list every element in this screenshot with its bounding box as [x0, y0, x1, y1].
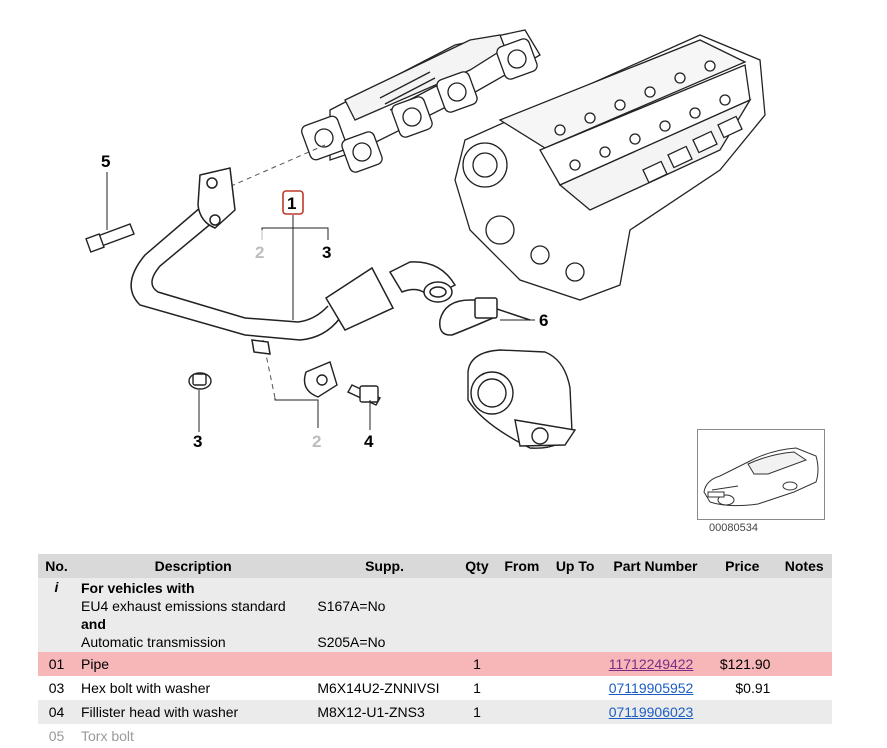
row-description: Torx bolt	[75, 724, 312, 748]
table-row-partial[interactable]: 05 Torx bolt	[38, 724, 832, 748]
row-no: 01	[38, 652, 75, 676]
row-notes	[776, 700, 832, 724]
row-price: $121.90	[708, 652, 777, 676]
row-empty	[311, 724, 832, 748]
row-from	[496, 676, 548, 700]
callout-1[interactable]: 1	[287, 194, 296, 213]
row-from	[496, 652, 548, 676]
part-number-link[interactable]: 11712249422	[608, 656, 694, 672]
condition-supp-line: S167A=No	[317, 598, 386, 614]
header-from: From	[496, 554, 548, 578]
clamp-drawing	[439, 297, 531, 336]
row-no: 04	[38, 700, 75, 724]
condition-empty	[457, 578, 832, 652]
callout-2-lower[interactable]: 2	[312, 432, 321, 451]
header-upto: Up To	[547, 554, 603, 578]
header-no: No.	[38, 554, 75, 578]
row-qty: 1	[457, 676, 497, 700]
condition-line: For vehicles with	[81, 580, 195, 596]
condition-description: For vehicles with EU4 exhaust emissions …	[75, 578, 312, 652]
condition-supp-line: ​	[317, 615, 451, 633]
row-supp	[311, 652, 458, 676]
fasteners-drawing	[85, 223, 381, 406]
cylinder-head-drawing	[454, 34, 766, 301]
car-silhouette-icon	[703, 447, 819, 507]
row-description: Fillister head with washer	[75, 700, 312, 724]
header-notes: Notes	[776, 554, 832, 578]
row-price: $0.91	[708, 676, 777, 700]
row-upto	[547, 652, 603, 676]
egr-valve-drawing	[467, 349, 577, 449]
leader-lines	[221, 144, 326, 399]
callout-6[interactable]: 6	[539, 311, 548, 330]
condition-supp-line: ​	[317, 579, 451, 597]
row-supp: M6X14U2-ZNNIVSI	[311, 676, 458, 700]
exhaust-manifold-drawing	[301, 29, 541, 173]
table-row[interactable]: 03 Hex bolt with washer M6X14U2-ZNNIVSI …	[38, 676, 832, 700]
row-part-number: 07119905952	[602, 676, 709, 700]
vehicle-thumbnail	[697, 429, 825, 520]
row-notes	[776, 676, 832, 700]
row-qty: 1	[457, 652, 497, 676]
callout-1-highlight	[282, 190, 304, 215]
row-description: Hex bolt with washer	[75, 676, 312, 700]
parts-table: No. Description Supp. Qty From Up To Par…	[38, 554, 832, 748]
row-description: Pipe	[75, 652, 312, 676]
header-price: Price	[708, 554, 777, 578]
thumbnail-code: 00080534	[709, 522, 758, 534]
condition-row: i For vehicles with EU4 exhaust emission…	[38, 578, 832, 652]
row-part-number: 07119906023	[602, 700, 709, 724]
condition-supp-line: S205A=No	[317, 634, 386, 650]
condition-line: EU4 exhaust emissions standard	[81, 598, 286, 614]
callout-3-lower[interactable]: 3	[193, 432, 202, 451]
part-number-link[interactable]: 07119905952	[608, 680, 694, 696]
row-upto	[547, 700, 603, 724]
callout-4[interactable]: 4	[364, 432, 374, 451]
table-header-row: No. Description Supp. Qty From Up To Par…	[38, 554, 832, 578]
callout-5[interactable]: 5	[101, 152, 110, 171]
callout-2-upper[interactable]: 2	[255, 243, 264, 262]
table-row[interactable]: 01 Pipe 1 11712249422 $121.90	[38, 652, 832, 676]
row-notes	[776, 652, 832, 676]
row-from	[496, 700, 548, 724]
header-supp: Supp.	[311, 554, 458, 578]
info-icon: i	[38, 578, 75, 652]
row-part-number: 11712249422	[602, 652, 709, 676]
condition-supp: ​ S167A=No ​ S205A=No	[311, 578, 458, 652]
callout-3-upper[interactable]: 3	[322, 243, 331, 262]
row-upto	[547, 676, 603, 700]
row-no: 03	[38, 676, 75, 700]
header-part-number: Part Number	[602, 554, 709, 578]
condition-line: and	[81, 616, 106, 632]
table-row[interactable]: 04 Fillister head with washer M8X12-U1-Z…	[38, 700, 832, 724]
row-price	[708, 700, 777, 724]
header-description: Description	[75, 554, 312, 578]
row-supp: M8X12-U1-ZNS3	[311, 700, 458, 724]
condition-line: Automatic transmission	[81, 634, 226, 650]
callout-lines	[106, 172, 535, 432]
part-number-link[interactable]: 07119906023	[608, 704, 694, 720]
header-qty: Qty	[457, 554, 497, 578]
pipe-drawing	[130, 167, 457, 355]
row-no: 05	[38, 724, 75, 748]
row-qty: 1	[457, 700, 497, 724]
parts-diagram: 5 1 2 3 6 3 2 4	[85, 29, 766, 451]
